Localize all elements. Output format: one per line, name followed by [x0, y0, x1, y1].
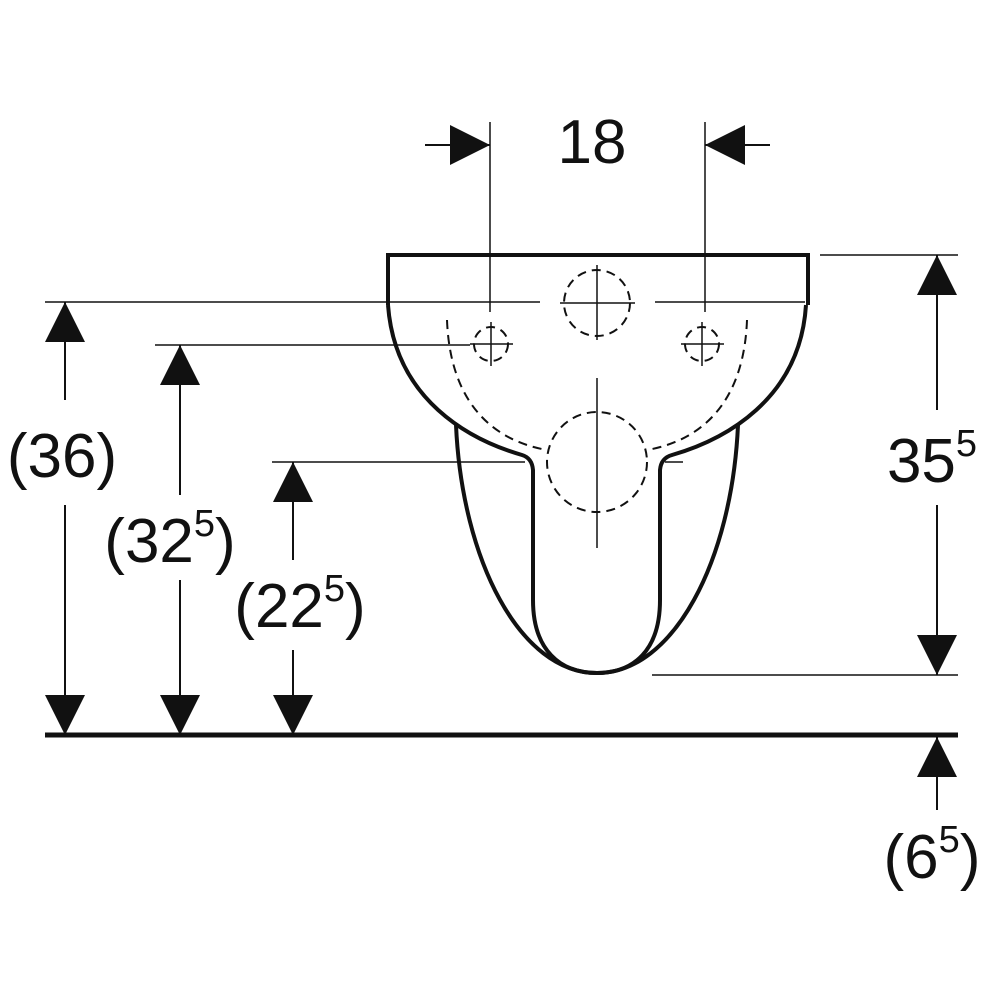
basin-depth-label: 355	[887, 423, 977, 496]
centre-lines	[470, 265, 724, 548]
rim-height-label: (36)	[7, 422, 117, 491]
waste-height-label: (225)	[234, 568, 365, 641]
floor-offset-label: (65)	[884, 819, 981, 892]
half-pedestal	[454, 424, 740, 676]
tap-hole-height-label: (325)	[104, 503, 235, 576]
washbasin	[386, 253, 810, 676]
dimension-lines	[64, 144, 938, 810]
extension-lines	[45, 122, 958, 676]
arrowheads	[45, 125, 957, 777]
hole-spacing-label: 18	[558, 108, 627, 177]
